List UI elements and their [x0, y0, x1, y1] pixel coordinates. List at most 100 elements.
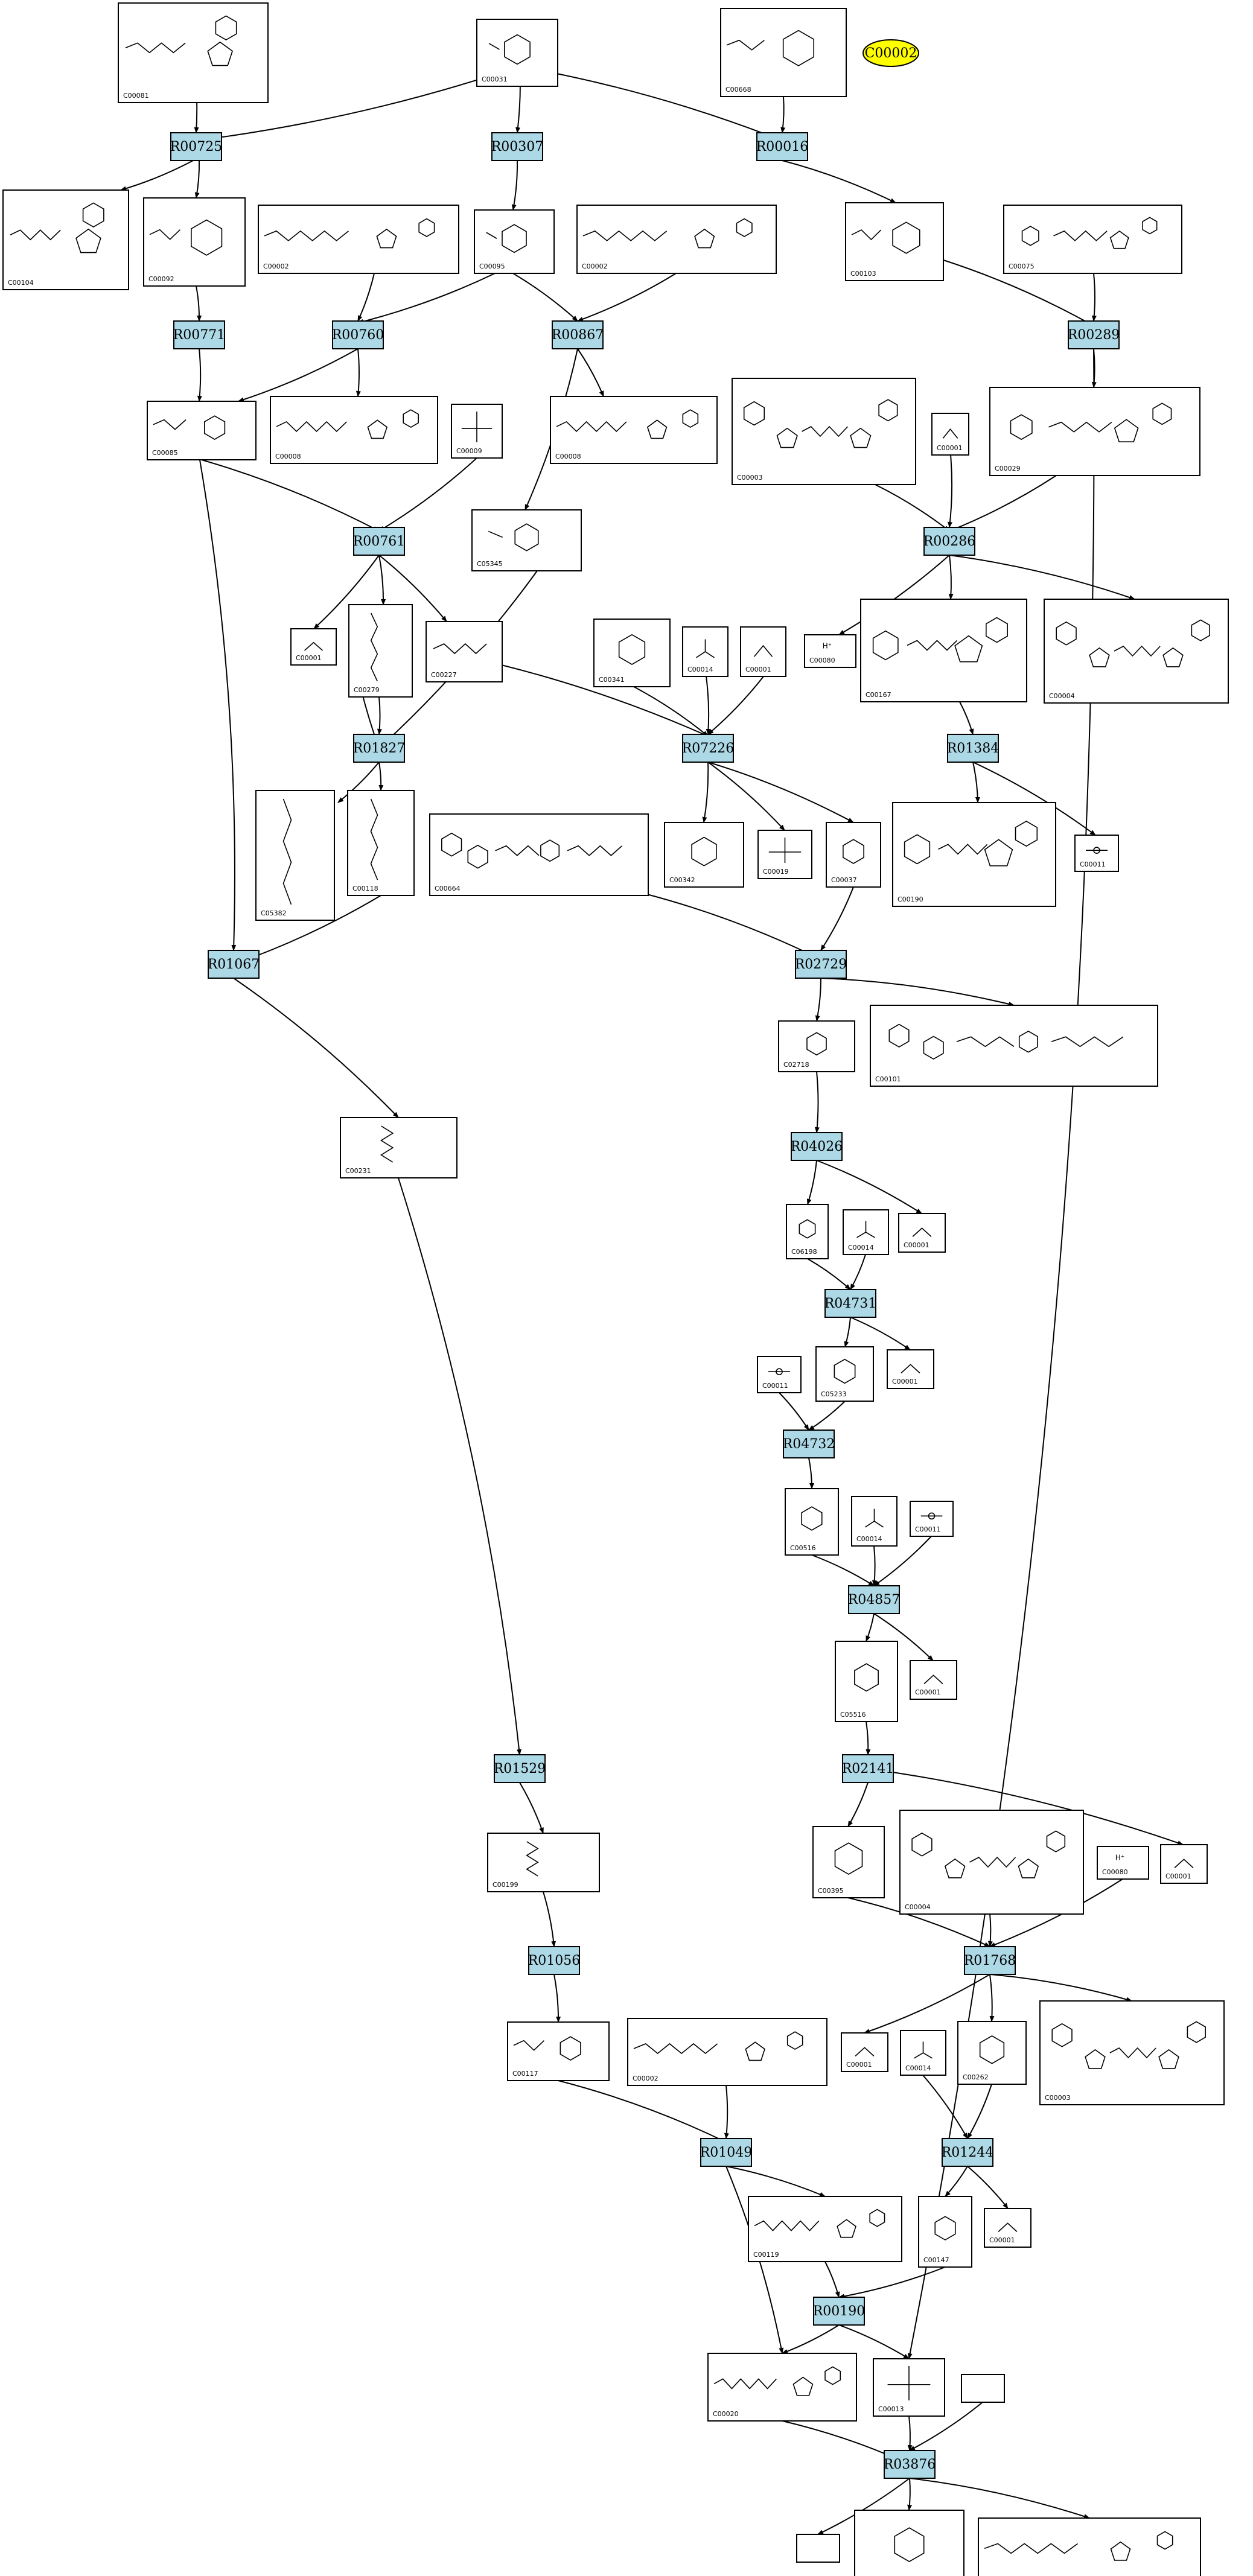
compound-node[interactable]: C00075 [1003, 205, 1182, 274]
reaction-node[interactable]: R00761 [353, 527, 406, 556]
compound-node[interactable]: C00008 [550, 396, 718, 464]
reaction-node[interactable]: R01244 [942, 2138, 994, 2167]
compound-node[interactable]: C00003 [1039, 2000, 1225, 2105]
compound-node[interactable]: C00199 [487, 1833, 600, 1892]
compound-node[interactable]: C00262 [957, 2021, 1027, 2085]
compound-node[interactable]: C02718 [778, 1020, 855, 1072]
compound-node[interactable]: C00020 [707, 2353, 857, 2422]
compound-node[interactable]: C00103 [845, 202, 944, 281]
compound-node[interactable]: C06198 [786, 1204, 829, 1259]
reaction-node[interactable]: R00760 [332, 320, 384, 349]
compound-node[interactable]: C00001 [887, 1349, 934, 1389]
compound-node[interactable]: C00029 [989, 387, 1200, 476]
compound-node[interactable]: C00231 [340, 1117, 458, 1178]
compound-node[interactable]: C00279 [348, 604, 413, 698]
compound-node[interactable]: C00002 [627, 2018, 827, 2086]
compound-node[interactable]: C00104 [2, 189, 129, 290]
compound-node[interactable]: C00167 [860, 599, 1027, 702]
compound-node[interactable]: C00008 [270, 396, 438, 464]
compound-node[interactable]: C00227 [426, 621, 503, 682]
compound-node[interactable]: C00119 [748, 2196, 902, 2262]
compound-node[interactable]: C00095 [474, 209, 555, 274]
compound-node[interactable]: C05345 [471, 509, 582, 571]
compound-node[interactable]: C00001 [740, 626, 786, 677]
compound-node[interactable]: C00664 [429, 813, 649, 896]
reaction-node[interactable]: R00307 [491, 132, 544, 161]
reaction-node[interactable]: R03876 [884, 2450, 936, 2479]
structure-line [834, 1842, 863, 1875]
reaction-node[interactable]: R04732 [783, 1430, 835, 1458]
reaction-node[interactable]: R00289 [1068, 320, 1120, 349]
compound-node[interactable]: C00147 [918, 2196, 972, 2268]
reaction-node[interactable]: R01827 [353, 734, 406, 763]
compound-node[interactable]: C00190 [892, 802, 1056, 907]
reaction-node[interactable]: R04731 [824, 1289, 877, 1318]
compound-node[interactable] [961, 2374, 1005, 2403]
compound-node[interactable]: C00014 [682, 626, 729, 677]
compound-node[interactable]: C00013 [873, 2358, 945, 2417]
reaction-node[interactable]: R01049 [700, 2138, 753, 2167]
compound-node[interactable]: H⁺C00080 [804, 634, 856, 668]
compound-id: C00199 [493, 1881, 518, 1889]
reaction-node[interactable]: R00286 [923, 527, 976, 556]
compound-node[interactable]: C00001 [931, 413, 969, 456]
reaction-node[interactable]: R00190 [813, 2297, 866, 2326]
reaction-node[interactable]: R01056 [528, 1946, 581, 1975]
compound-node[interactable]: C00011 [910, 1501, 954, 1537]
compound-node[interactable]: C00011 [757, 1356, 802, 1393]
compound-node[interactable]: C00085 [147, 401, 257, 460]
compound-node[interactable]: C00037 [826, 822, 881, 888]
highlight-compound-node[interactable]: C00002 [862, 39, 919, 67]
reaction-node[interactable]: R04026 [791, 1132, 843, 1161]
compound-node[interactable]: H⁺C00080 [1097, 1846, 1149, 1880]
compound-node[interactable]: C00001 [898, 1213, 946, 1253]
compound-node[interactable]: C05516 [835, 1641, 898, 1722]
compound-node[interactable]: C05233 [815, 1346, 874, 1402]
compound-node[interactable]: C00341 [593, 619, 671, 687]
reaction-node[interactable]: R04857 [848, 1585, 901, 1614]
reaction-node[interactable]: R01529 [494, 1754, 546, 1783]
compound-node[interactable] [796, 2534, 840, 2563]
compound-node[interactable]: C00019 [757, 830, 812, 879]
reaction-node[interactable]: R00771 [173, 320, 226, 349]
compound-node[interactable]: C00668 [720, 8, 847, 97]
compound-node[interactable]: C00342 [664, 822, 744, 888]
reaction-node[interactable]: R00016 [756, 132, 809, 161]
compound-node[interactable]: C05382 [255, 790, 335, 921]
compound-node[interactable]: C00002 [258, 205, 459, 274]
compound-node[interactable]: C00081 [118, 2, 269, 103]
compound-node[interactable]: C00002 [978, 2517, 1201, 2576]
compound-node[interactable]: C02188 [854, 2510, 964, 2576]
compound-node[interactable]: C00002 [576, 205, 777, 274]
compound-node[interactable]: C00001 [290, 628, 337, 666]
reaction-node[interactable]: R02729 [795, 950, 847, 979]
structure-line [907, 640, 958, 651]
compound-node[interactable]: C00001 [910, 1660, 957, 1700]
reaction-node[interactable]: R01384 [947, 734, 1000, 763]
compound-node[interactable]: C00516 [785, 1488, 839, 1556]
compound-node[interactable]: C00003 [732, 378, 916, 485]
compound-node[interactable]: C00014 [900, 2030, 946, 2076]
reaction-node[interactable]: R01768 [964, 1946, 1016, 1975]
compound-node[interactable]: C00031 [476, 19, 558, 87]
compound-node[interactable]: C00118 [347, 790, 415, 896]
compound-node[interactable]: C00004 [1044, 599, 1229, 704]
reaction-node[interactable]: R07226 [682, 734, 735, 763]
compound-node[interactable]: C00004 [899, 1810, 1084, 1915]
reaction-node[interactable]: R00867 [552, 320, 604, 349]
compound-node[interactable]: C00092 [143, 197, 246, 287]
compound-node[interactable]: C00001 [1160, 1844, 1208, 1884]
compound-node[interactable]: C00001 [984, 2208, 1031, 2248]
compound-node[interactable]: C00101 [870, 1005, 1158, 1087]
compound-id: C05382 [261, 909, 287, 917]
compound-node[interactable]: C00014 [851, 1496, 898, 1547]
compound-node[interactable]: C00011 [1074, 835, 1119, 872]
compound-node[interactable]: C00117 [507, 2021, 610, 2081]
reaction-node[interactable]: R01067 [208, 950, 260, 979]
compound-node[interactable]: C00395 [812, 1826, 885, 1898]
compound-node[interactable]: C00009 [451, 404, 503, 459]
compound-node[interactable]: C00001 [841, 2032, 888, 2072]
reaction-node[interactable]: R00725 [170, 132, 223, 161]
reaction-node[interactable]: R02141 [842, 1754, 894, 1783]
compound-node[interactable]: C00014 [843, 1209, 889, 1255]
